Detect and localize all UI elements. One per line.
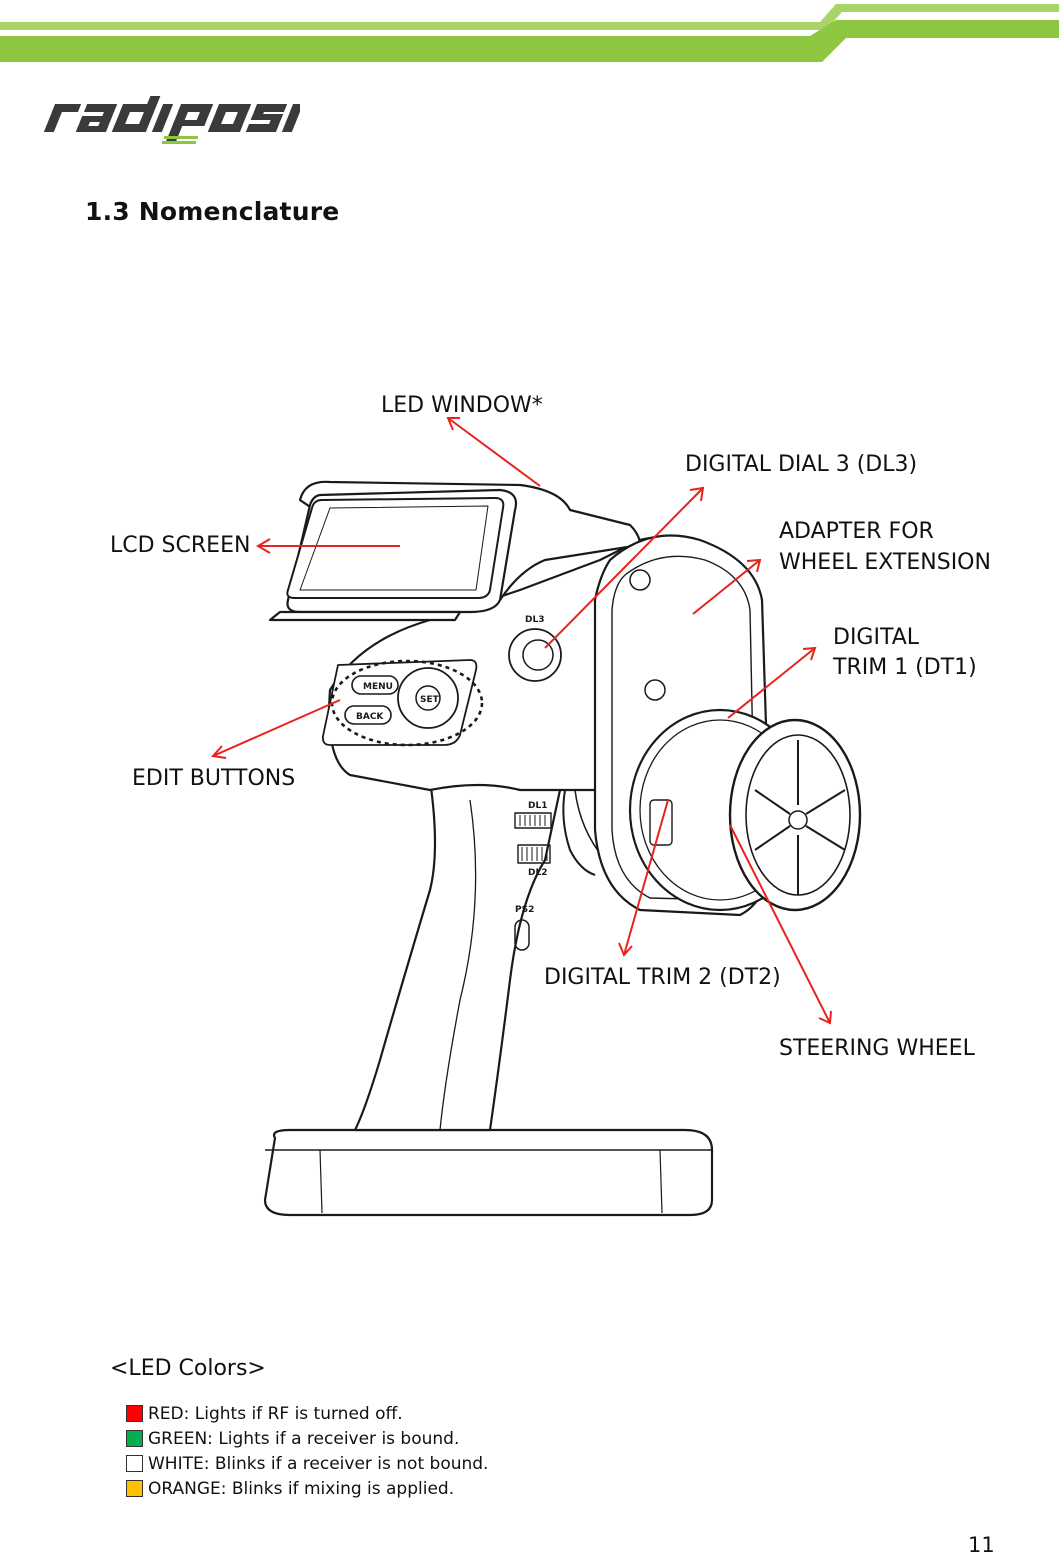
white-swatch <box>126 1455 143 1472</box>
label-led-window: LED WINDOW* <box>381 393 543 418</box>
arrow-adapter <box>692 559 761 615</box>
dl1-label: DL1 <box>528 801 547 811</box>
red-swatch <box>126 1405 143 1422</box>
legend-item: GREEN: Lights if a receiver is bound. <box>126 1426 488 1451</box>
label-dt1-line2: TRIM 1 (DT1) <box>833 655 977 680</box>
menu-button-label: MENU <box>363 682 393 692</box>
grip <box>353 778 562 1132</box>
stripe-top <box>0 4 1059 30</box>
green-swatch <box>126 1430 143 1447</box>
label-steering-wheel: STEERING WHEEL <box>779 1036 975 1061</box>
arrow-steering <box>729 824 831 1024</box>
lcd-screen <box>286 497 505 599</box>
set-button-label: SET <box>420 695 440 705</box>
legend-item: ORANGE: Blinks if mixing is applied. <box>126 1476 488 1501</box>
legend-item: WHITE: Blinks if a receiver is not bound… <box>126 1451 488 1476</box>
label-digital-dial-3: DIGITAL DIAL 3 (DL3) <box>685 452 918 477</box>
label-adapter-line1: ADAPTER FOR <box>779 519 934 544</box>
led-legend: RED: Lights if RF is turned off. GREEN: … <box>126 1401 488 1501</box>
dl3-label: DL3 <box>525 615 544 625</box>
arrow-dt1 <box>727 647 816 719</box>
steering-wheel <box>728 718 862 912</box>
arrow-edit-buttons <box>212 699 341 757</box>
legend-text: WHITE: Blinks if a receiver is not bound… <box>148 1453 489 1474</box>
dl3-dial <box>508 628 562 682</box>
label-adapter-line2: WHEEL EXTENSION <box>779 550 991 575</box>
header-stripes <box>0 4 1059 62</box>
dl2-label: DL2 <box>528 868 547 878</box>
base <box>263 1128 714 1217</box>
label-lcd-screen: LCD SCREEN <box>110 533 251 558</box>
arrow-dl3 <box>544 487 704 649</box>
section-title: 1.3 Nomenclature <box>85 197 340 226</box>
trigger <box>562 789 596 876</box>
orange-swatch <box>126 1480 143 1497</box>
arrow-dt2 <box>623 799 669 956</box>
legend-text: ORANGE: Blinks if mixing is applied. <box>148 1478 455 1499</box>
legend-item: RED: Lights if RF is turned off. <box>126 1401 488 1426</box>
page-number: 11 <box>968 1533 995 1557</box>
stripe-bottom <box>0 20 1059 62</box>
brand-logo <box>43 96 300 144</box>
edit-panel <box>321 659 478 746</box>
label-edit-buttons: EDIT BUTTONS <box>132 766 296 791</box>
label-dt1-line1: DIGITAL <box>833 625 920 650</box>
arrow-led-window <box>447 417 541 487</box>
back-button-label: BACK <box>356 712 384 722</box>
label-digital-trim-2: DIGITAL TRIM 2 (DT2) <box>544 965 781 990</box>
legend-title: <LED Colors> <box>110 1356 266 1381</box>
legend-text: GREEN: Lights if a receiver is bound. <box>148 1428 460 1449</box>
legend-text: RED: Lights if RF is turned off. <box>148 1403 403 1424</box>
ps2-label: PS2 <box>515 905 534 915</box>
